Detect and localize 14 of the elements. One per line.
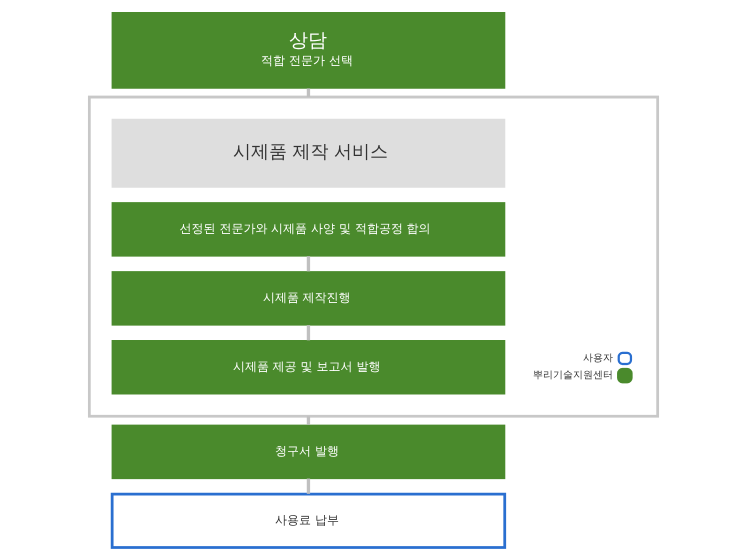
node-box: 청구서 발행 bbox=[111, 424, 505, 480]
connector bbox=[306, 325, 310, 340]
legend-label: 사용자 bbox=[582, 352, 613, 364]
node-box: 선정된 전문가와 시제품 사양 및 적합공정 합의 bbox=[111, 202, 505, 257]
cluster bbox=[87, 96, 659, 418]
connector bbox=[306, 478, 310, 494]
node-box: 상담 적합 전문가 선택 bbox=[111, 12, 505, 89]
node-box: 시제품 제공 및 보고서 발행 bbox=[111, 340, 505, 395]
node-box: 시제품 제작진행 bbox=[111, 271, 505, 326]
node-box: 사용료 납부 bbox=[110, 492, 506, 549]
connector bbox=[306, 256, 310, 272]
node-box: 시제품 제작 서비스 bbox=[111, 118, 505, 188]
connector bbox=[306, 416, 310, 425]
legend-label: 뿌리기술지원센터 bbox=[532, 370, 613, 382]
